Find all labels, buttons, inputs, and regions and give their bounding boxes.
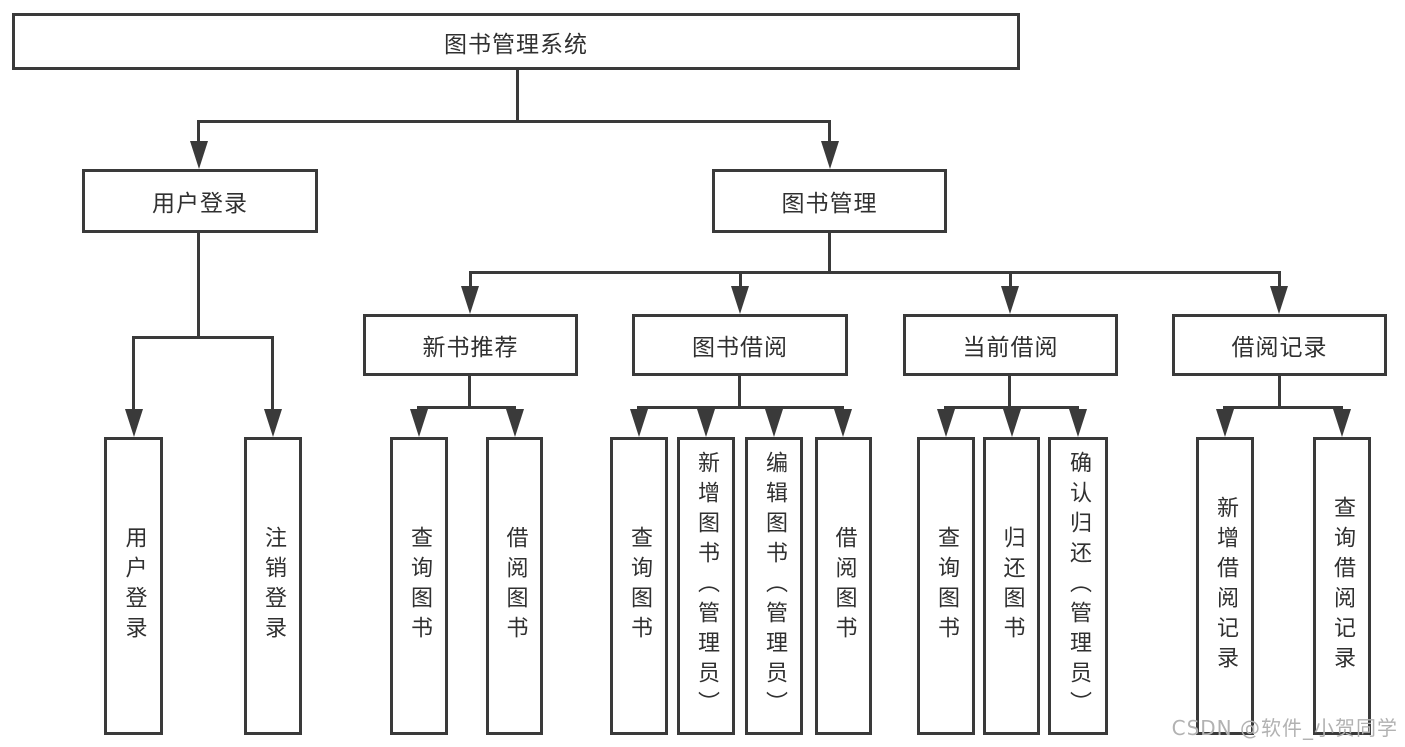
node-label: 图书管理 [781, 191, 878, 217]
arrowhead-down-icon [190, 141, 208, 169]
node-label: 图书借阅 [692, 335, 788, 361]
node-label: 注销登录 [261, 526, 286, 646]
connector-stub [1009, 271, 1012, 289]
leaf-return-book: 归还图书 [983, 437, 1040, 735]
leaf-borrow-books-2: 借阅图书 [815, 437, 872, 735]
arrowhead-down-icon [125, 409, 143, 437]
arrowhead-down-icon [731, 286, 749, 314]
leaf-user-login: 用户登录 [104, 437, 163, 735]
arrowhead-down-icon [410, 409, 428, 437]
leaf-logout: 注销登录 [244, 437, 302, 735]
connector-trunk [1008, 376, 1011, 409]
node-label: 查询图书 [407, 526, 432, 646]
leaf-query-books-1: 查询图书 [390, 437, 448, 735]
arrowhead-down-icon [630, 409, 648, 437]
arrowhead-down-icon [461, 286, 479, 314]
node-label: 新书推荐 [422, 335, 519, 361]
arrowhead-down-icon [1001, 286, 1019, 314]
leaf-edit-book-admin: 编辑图书（管理员） [745, 437, 803, 735]
arrowhead-down-icon [1003, 409, 1021, 437]
node-user-login: 用户登录 [82, 169, 318, 233]
leaf-confirm-return-admin: 确认归还（管理员） [1048, 437, 1108, 735]
leaf-query-books-3: 查询图书 [917, 437, 975, 735]
connector-stub [197, 120, 200, 148]
arrowhead-down-icon [1216, 409, 1234, 437]
node-borrowing-records: 借阅记录 [1172, 314, 1387, 376]
arrowhead-down-icon [937, 409, 955, 437]
connector-branch [417, 406, 516, 409]
node-label: 图书管理系统 [444, 31, 588, 58]
node-label: 用户登录 [121, 526, 147, 646]
connector-stub [1278, 271, 1281, 289]
connector-branch [1223, 406, 1343, 409]
connector-root-branch [197, 120, 831, 123]
connector-trunk [468, 376, 471, 409]
node-label: 用户登录 [152, 191, 248, 217]
connector-stub [828, 120, 831, 148]
arrowhead-down-icon [1069, 409, 1087, 437]
node-label: 查询图书 [934, 526, 959, 646]
arrowhead-down-icon [821, 141, 839, 169]
node-label: 新增图书（管理员） [694, 451, 719, 721]
node-library-management-system: 图书管理系统 [12, 13, 1020, 70]
connector-mgmt-trunk [828, 233, 831, 271]
connector-trunk [738, 376, 741, 409]
connector-branch [637, 406, 844, 409]
node-label: 查询借阅记录 [1330, 496, 1355, 676]
arrowhead-down-icon [1333, 409, 1351, 437]
node-label: 当前借阅 [962, 335, 1059, 361]
node-label: 编辑图书（管理员） [762, 451, 787, 721]
csdn-watermark: CSDN @软件_小贺同学 [1171, 716, 1398, 740]
arrowhead-down-icon [264, 409, 282, 437]
connector-trunk [1278, 376, 1281, 409]
leaf-query-books-2: 查询图书 [610, 437, 668, 735]
connector-stub [271, 336, 274, 414]
connector-stub [739, 271, 742, 289]
connector-mgmt-branch [469, 271, 1281, 274]
leaf-add-borrow-record: 新增借阅记录 [1196, 437, 1254, 735]
connector-root-trunk [516, 70, 519, 120]
node-label: 查询图书 [627, 526, 652, 646]
node-label: 归还图书 [999, 526, 1025, 646]
node-label: 借阅记录 [1231, 335, 1328, 361]
arrowhead-down-icon [1270, 286, 1288, 314]
node-book-management: 图书管理 [712, 169, 947, 233]
connector-login-branch [132, 336, 274, 339]
node-label: 借阅图书 [831, 526, 857, 646]
arrowhead-down-icon [765, 409, 783, 437]
connector-stub [132, 336, 135, 414]
node-new-book-recommendation: 新书推荐 [363, 314, 578, 376]
leaf-add-book-admin: 新增图书（管理员） [677, 437, 735, 735]
connector-stub [469, 271, 472, 289]
node-label: 确认归还（管理员） [1066, 451, 1091, 721]
node-book-borrowing: 图书借阅 [632, 314, 848, 376]
leaf-query-borrow-record: 查询借阅记录 [1313, 437, 1371, 735]
arrowhead-down-icon [834, 409, 852, 437]
node-label: 新增借阅记录 [1213, 496, 1238, 676]
arrowhead-down-icon [506, 409, 524, 437]
arrowhead-down-icon [697, 409, 715, 437]
node-current-borrowing: 当前借阅 [903, 314, 1118, 376]
connector-login-trunk [197, 233, 200, 336]
leaf-borrow-books-1: 借阅图书 [486, 437, 543, 735]
node-label: 借阅图书 [502, 526, 528, 646]
